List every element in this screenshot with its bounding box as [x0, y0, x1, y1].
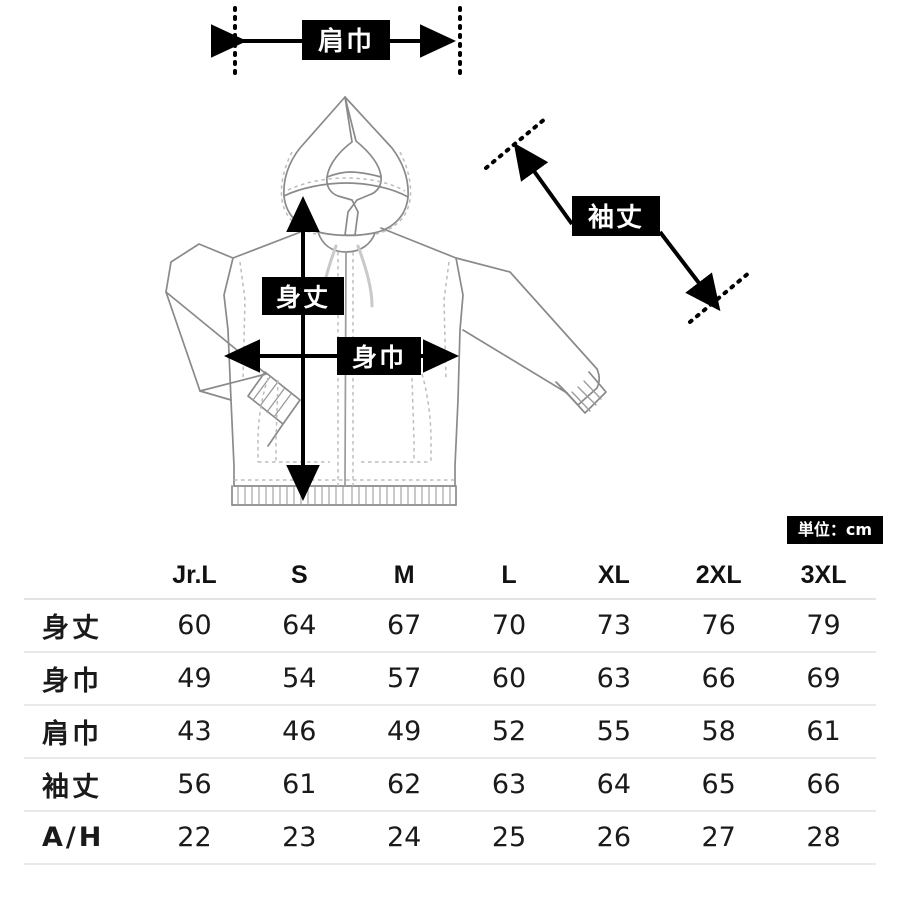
sleeve-length-arrow-down [658, 230, 721, 312]
row-label-shoulder-width: 肩巾 [24, 705, 143, 759]
hood-right-panel [344, 96, 409, 237]
size-header-5: 2XL [666, 553, 772, 600]
row-label-body-width: 身巾 [24, 652, 143, 706]
cell-shoulder-width-3xl: 61 [771, 705, 876, 759]
sleeve-length-label: 袖丈 [572, 196, 660, 236]
cell-armhole-s: 23 [246, 811, 352, 865]
cell-sleeve-length-s: 61 [246, 758, 352, 812]
cell-body-length-m: 67 [351, 599, 457, 653]
cell-body-width-xl: 63 [561, 652, 667, 706]
unit-badge: 単位：cm [787, 516, 883, 544]
table-row: 身丈 60 64 67 70 73 76 79 [24, 599, 876, 653]
cell-shoulder-width-l: 52 [456, 705, 562, 759]
cell-armhole-2xl: 27 [666, 811, 772, 865]
cell-body-width-s: 54 [246, 652, 352, 706]
cell-shoulder-width-2xl: 58 [666, 705, 772, 759]
size-chart-table: Jr.L S M L XL 2XL 3XL 身丈 60 64 67 70 73 … [24, 553, 876, 865]
cell-body-width-jrl: 49 [142, 652, 247, 706]
garment-drawing [165, 96, 607, 506]
cell-body-length-3xl: 79 [771, 599, 876, 653]
hood-front-edge [283, 182, 409, 198]
table-header-row: Jr.L S M L XL 2XL 3XL [24, 553, 876, 600]
left-sleeve-lower [199, 373, 267, 392]
stitch-pocket-left-a [257, 377, 269, 462]
cell-armhole-m: 24 [351, 811, 457, 865]
measurement-diagram: 肩巾 袖丈 身丈 身巾 [165, 6, 752, 506]
cell-body-length-xl: 73 [561, 599, 667, 653]
cell-body-length-2xl: 76 [666, 599, 772, 653]
sleeve-length-guides [484, 116, 752, 324]
stitch-hood-front [287, 177, 406, 192]
cell-sleeve-length-m: 62 [351, 758, 457, 812]
cell-body-width-2xl: 66 [666, 652, 772, 706]
cell-armhole-xl: 26 [561, 811, 667, 865]
table-corner-cell [24, 553, 143, 600]
left-cuff-tail [267, 423, 284, 447]
body-length-label: 身丈 [262, 277, 344, 315]
right-sleeve-bottom [462, 329, 568, 394]
right-cuff-ribs [571, 380, 602, 412]
sleeve-guide-upper [484, 116, 548, 170]
cell-shoulder-width-xl: 55 [561, 705, 667, 759]
stitch-hood-left [280, 151, 317, 235]
row-label-armhole: A/H [24, 811, 143, 865]
stitch-hood-right [375, 151, 412, 235]
stitch-pocket-left-b [275, 379, 279, 462]
right-sleeve-top [455, 257, 598, 370]
cell-shoulder-width-m: 49 [351, 705, 457, 759]
size-header-3: L [456, 553, 562, 600]
stitch-pocket-right-a [421, 373, 432, 462]
sleeve-guide-lower [688, 270, 752, 324]
left-cuff-ribs [252, 376, 292, 418]
size-header-0: Jr.L [142, 553, 247, 600]
shoulder-width-label: 肩巾 [302, 20, 390, 60]
cell-armhole-l: 25 [456, 811, 562, 865]
cell-body-length-s: 64 [246, 599, 352, 653]
cell-sleeve-length-2xl: 65 [666, 758, 772, 812]
cell-shoulder-width-jrl: 43 [142, 705, 247, 759]
cell-armhole-jrl: 22 [142, 811, 247, 865]
stitch-right-shoulder [443, 261, 450, 381]
hood-inner-edge [326, 171, 382, 178]
row-label-sleeve-length: 袖丈 [24, 758, 143, 812]
cell-sleeve-length-3xl: 66 [771, 758, 876, 812]
cell-armhole-3xl: 28 [771, 811, 876, 865]
left-sleeve-underarm [165, 291, 266, 374]
row-label-body-length: 身丈 [24, 599, 143, 653]
cell-sleeve-length-jrl: 56 [142, 758, 247, 812]
table-row: 身巾 49 54 57 60 63 66 69 [24, 652, 876, 706]
table-row: A/H 22 23 24 25 26 27 28 [24, 811, 876, 865]
size-header-1: S [246, 553, 352, 600]
left-sleeve-outline [165, 243, 234, 401]
cell-body-width-m: 57 [351, 652, 457, 706]
table-row: 肩巾 43 46 49 52 55 58 61 [24, 705, 876, 759]
hoodie-illustration [165, 6, 752, 506]
cell-sleeve-length-xl: 64 [561, 758, 667, 812]
sleeve-length-arrow-up [513, 142, 574, 226]
cell-body-length-jrl: 60 [142, 599, 247, 653]
cell-shoulder-width-s: 46 [246, 705, 352, 759]
hem-ribbing [237, 486, 451, 505]
cell-body-length-l: 70 [456, 599, 562, 653]
cell-body-width-3xl: 69 [771, 652, 876, 706]
stitch-left-shoulder [239, 261, 246, 381]
cell-sleeve-length-l: 63 [456, 758, 562, 812]
size-header-6: 3XL [771, 553, 876, 600]
size-header-4: XL [561, 553, 667, 600]
cell-body-width-l: 60 [456, 652, 562, 706]
right-cuff [566, 371, 607, 414]
body-width-label: 身巾 [337, 337, 421, 375]
size-header-2: M [351, 553, 457, 600]
stitch-pocket-right-b [411, 377, 415, 462]
table-row: 袖丈 56 61 62 63 64 65 66 [24, 758, 876, 812]
